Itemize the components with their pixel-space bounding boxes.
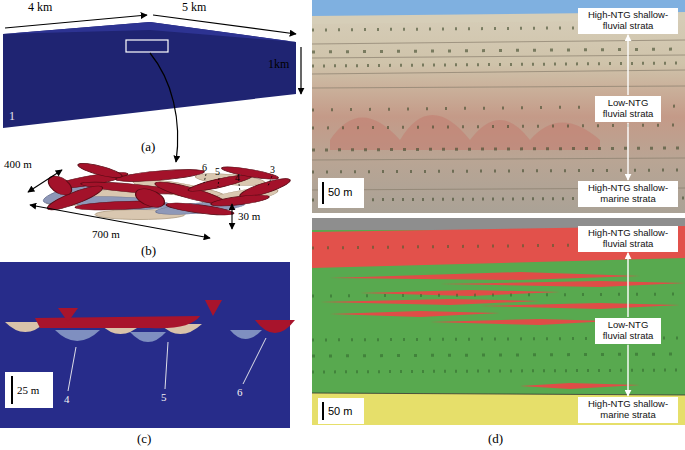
strata-label-box: High-NTG shallow-fluvial strata: [578, 226, 678, 252]
callout-number: 1: [9, 110, 15, 123]
strata-label: High-NTG shallow-fluvial strata: [582, 228, 674, 250]
cross-section: [0, 262, 295, 428]
panel-label: (a): [141, 140, 155, 154]
extent-arrow: [627, 35, 628, 95]
strata-label: High-NTG shallow-marine strata: [582, 399, 674, 421]
outcrop-photo: [312, 0, 685, 213]
callout-number: 3: [270, 164, 275, 175]
model-box: [3, 15, 301, 162]
dimension-label: 400 m: [4, 158, 32, 170]
dimension-label: 4 km: [28, 1, 52, 14]
strata-label: High-NTG shallow-fluvial strata: [582, 10, 674, 32]
panel-label: (c): [137, 432, 151, 446]
extent-arrow: [627, 345, 628, 396]
strata-label-box: High-NTG shallow-fluvial strata: [578, 8, 678, 34]
strata-label: High-NTG shallow-marine strata: [582, 183, 674, 205]
dimension-label: 1km: [268, 58, 289, 71]
dimension-label: 5 km: [182, 1, 206, 14]
strata-label: Low-NTG fluvial strata: [599, 98, 657, 120]
scale-label: 50 m: [328, 186, 352, 198]
callout-number: 4: [235, 172, 240, 183]
extent-arrow: [627, 123, 628, 180]
interpreted-photo: [312, 218, 685, 425]
strata-label-box: Low-NTG fluvial strata: [595, 318, 661, 344]
panel-label: (d): [488, 432, 503, 446]
callout-number: 6: [202, 162, 207, 173]
dimension-label: 700 m: [92, 228, 120, 240]
panel-label: (b): [141, 244, 156, 258]
strata-label-box: High-NTG shallow-marine strata: [578, 181, 678, 207]
strata-label-box: Low-NTG fluvial strata: [595, 96, 661, 122]
extent-arrow: [627, 253, 628, 317]
strata-label-box: High-NTG shallow-marine strata: [578, 397, 678, 423]
callout-number: 6: [237, 386, 243, 398]
callout-number: 5: [215, 166, 220, 177]
callout-number: 5: [161, 391, 167, 403]
callout-number: 4: [64, 393, 70, 405]
scale-label: 50 m: [328, 405, 352, 417]
strata-label: Low-NTG fluvial strata: [599, 320, 657, 342]
dimension-arrows: [28, 170, 232, 238]
dimension-label: 30 m: [238, 210, 260, 222]
scale-label: 25 m: [17, 384, 39, 396]
